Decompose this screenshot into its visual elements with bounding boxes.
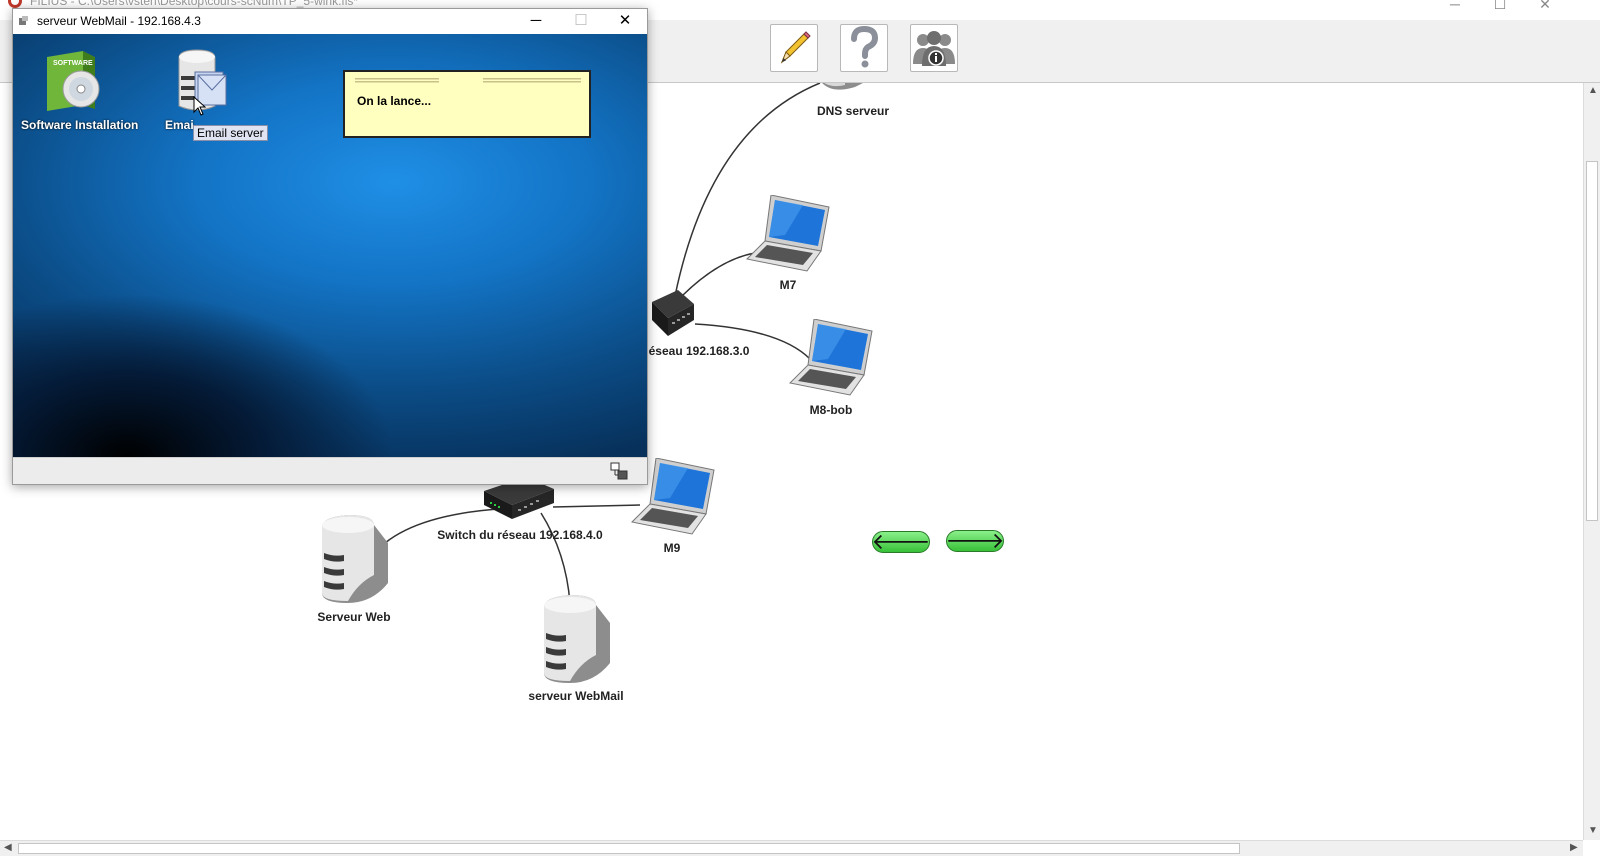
horizontal-scroll-thumb[interactable] — [18, 843, 1240, 854]
virtual-desktop[interactable]: SOFTWARE Software Installation Emai — [13, 34, 647, 457]
main-close-button[interactable]: ✕ — [1539, 0, 1551, 12]
filius-small-icon — [19, 16, 28, 25]
laptop-icon — [630, 457, 715, 535]
sub-window-title: serveur WebMail - 192.168.4.3 — [37, 14, 201, 28]
software-cd-icon: SOFTWARE — [47, 51, 100, 111]
webmail-server-window[interactable]: serveur WebMail - 192.168.4.3 ─ ☐ ✕ SOFT… — [12, 8, 648, 485]
previous-button[interactable]: 🡐 — [871, 529, 931, 554]
m9-label: M9 — [663, 541, 681, 555]
m7-laptop-node[interactable] — [745, 194, 831, 275]
arrow-left-icon: 🡐 — [871, 529, 931, 554]
vertical-scrollbar[interactable]: ▲ ▼ — [1583, 83, 1600, 840]
vertical-scroll-thumb[interactable] — [1586, 161, 1598, 521]
server-icon — [544, 595, 610, 683]
laptop-icon — [788, 318, 873, 396]
horizontal-scrollbar[interactable]: ◀ ▶ — [0, 840, 1583, 856]
sub-window-titlebar[interactable]: serveur WebMail - 192.168.4.3 ─ ☐ ✕ — [13, 9, 647, 34]
m9-laptop-node[interactable] — [630, 457, 716, 538]
sub-close-button[interactable]: ✕ — [618, 12, 632, 29]
sub-window-statusbar — [13, 457, 647, 484]
network-cables — [384, 83, 821, 604]
switch-192-168-3-0-label: éseau 192.168.3.0 — [648, 344, 750, 358]
network-status-icon[interactable] — [610, 462, 628, 480]
webmail-server-node[interactable] — [540, 593, 614, 685]
mouse-cursor-icon — [193, 96, 207, 116]
note-header-lines — [355, 78, 581, 83]
scroll-up-icon[interactable]: ▲ — [1588, 85, 1598, 96]
email-server-label: Emai — [165, 118, 194, 132]
svg-text:SOFTWARE: SOFTWARE — [53, 60, 93, 67]
web-server-node[interactable] — [318, 513, 392, 605]
main-minimize-button[interactable]: ─ — [1450, 0, 1460, 12]
server-icon — [322, 515, 388, 603]
help-button[interactable] — [840, 24, 888, 72]
main-maximize-button[interactable]: ☐ — [1493, 0, 1507, 12]
dns-server-label: DNS serveur — [816, 104, 890, 118]
switch-192-168-3-0-node[interactable] — [648, 288, 696, 338]
next-button[interactable]: 🡒 — [945, 528, 1005, 553]
scroll-right-icon[interactable]: ▶ — [1570, 842, 1578, 853]
software-installation-shortcut[interactable]: SOFTWARE — [43, 49, 103, 113]
filius-logo-icon — [8, 0, 22, 8]
scroll-left-icon[interactable]: ◀ — [4, 842, 12, 853]
arrow-right-icon: 🡒 — [945, 528, 1005, 553]
m8-bob-label: M8-bob — [809, 403, 853, 417]
people-info-icon — [913, 31, 955, 66]
dns-server-node[interactable] — [815, 83, 875, 95]
sub-minimize-button[interactable]: ─ — [530, 12, 542, 29]
note-text: On la lance... — [357, 94, 432, 108]
server-icon — [822, 83, 863, 90]
m8-bob-laptop-node[interactable] — [788, 318, 874, 399]
switch-icon — [652, 290, 694, 336]
sub-maximize-button[interactable]: ☐ — [574, 12, 588, 29]
laptop-icon — [745, 194, 830, 272]
scroll-down-icon[interactable]: ▼ — [1588, 825, 1598, 836]
main-window-title: FILIUS - C:\Users\vsten\Desktop\cours-sc… — [30, 0, 359, 8]
question-icon — [851, 26, 879, 68]
switch-192-168-4-0-label: Switch du réseau 192.168.4.0 — [437, 528, 603, 542]
software-installation-label: Software Installation — [21, 118, 139, 132]
design-mode-button[interactable] — [770, 24, 818, 72]
email-server-tooltip: Email server — [193, 125, 268, 141]
web-server-label: Serveur Web — [317, 610, 391, 624]
m7-label: M7 — [779, 278, 797, 292]
about-button[interactable] — [910, 24, 958, 72]
pencil-icon — [780, 31, 811, 64]
message-note: On la lance... — [343, 70, 591, 138]
webmail-server-label: serveur WebMail — [528, 689, 624, 703]
